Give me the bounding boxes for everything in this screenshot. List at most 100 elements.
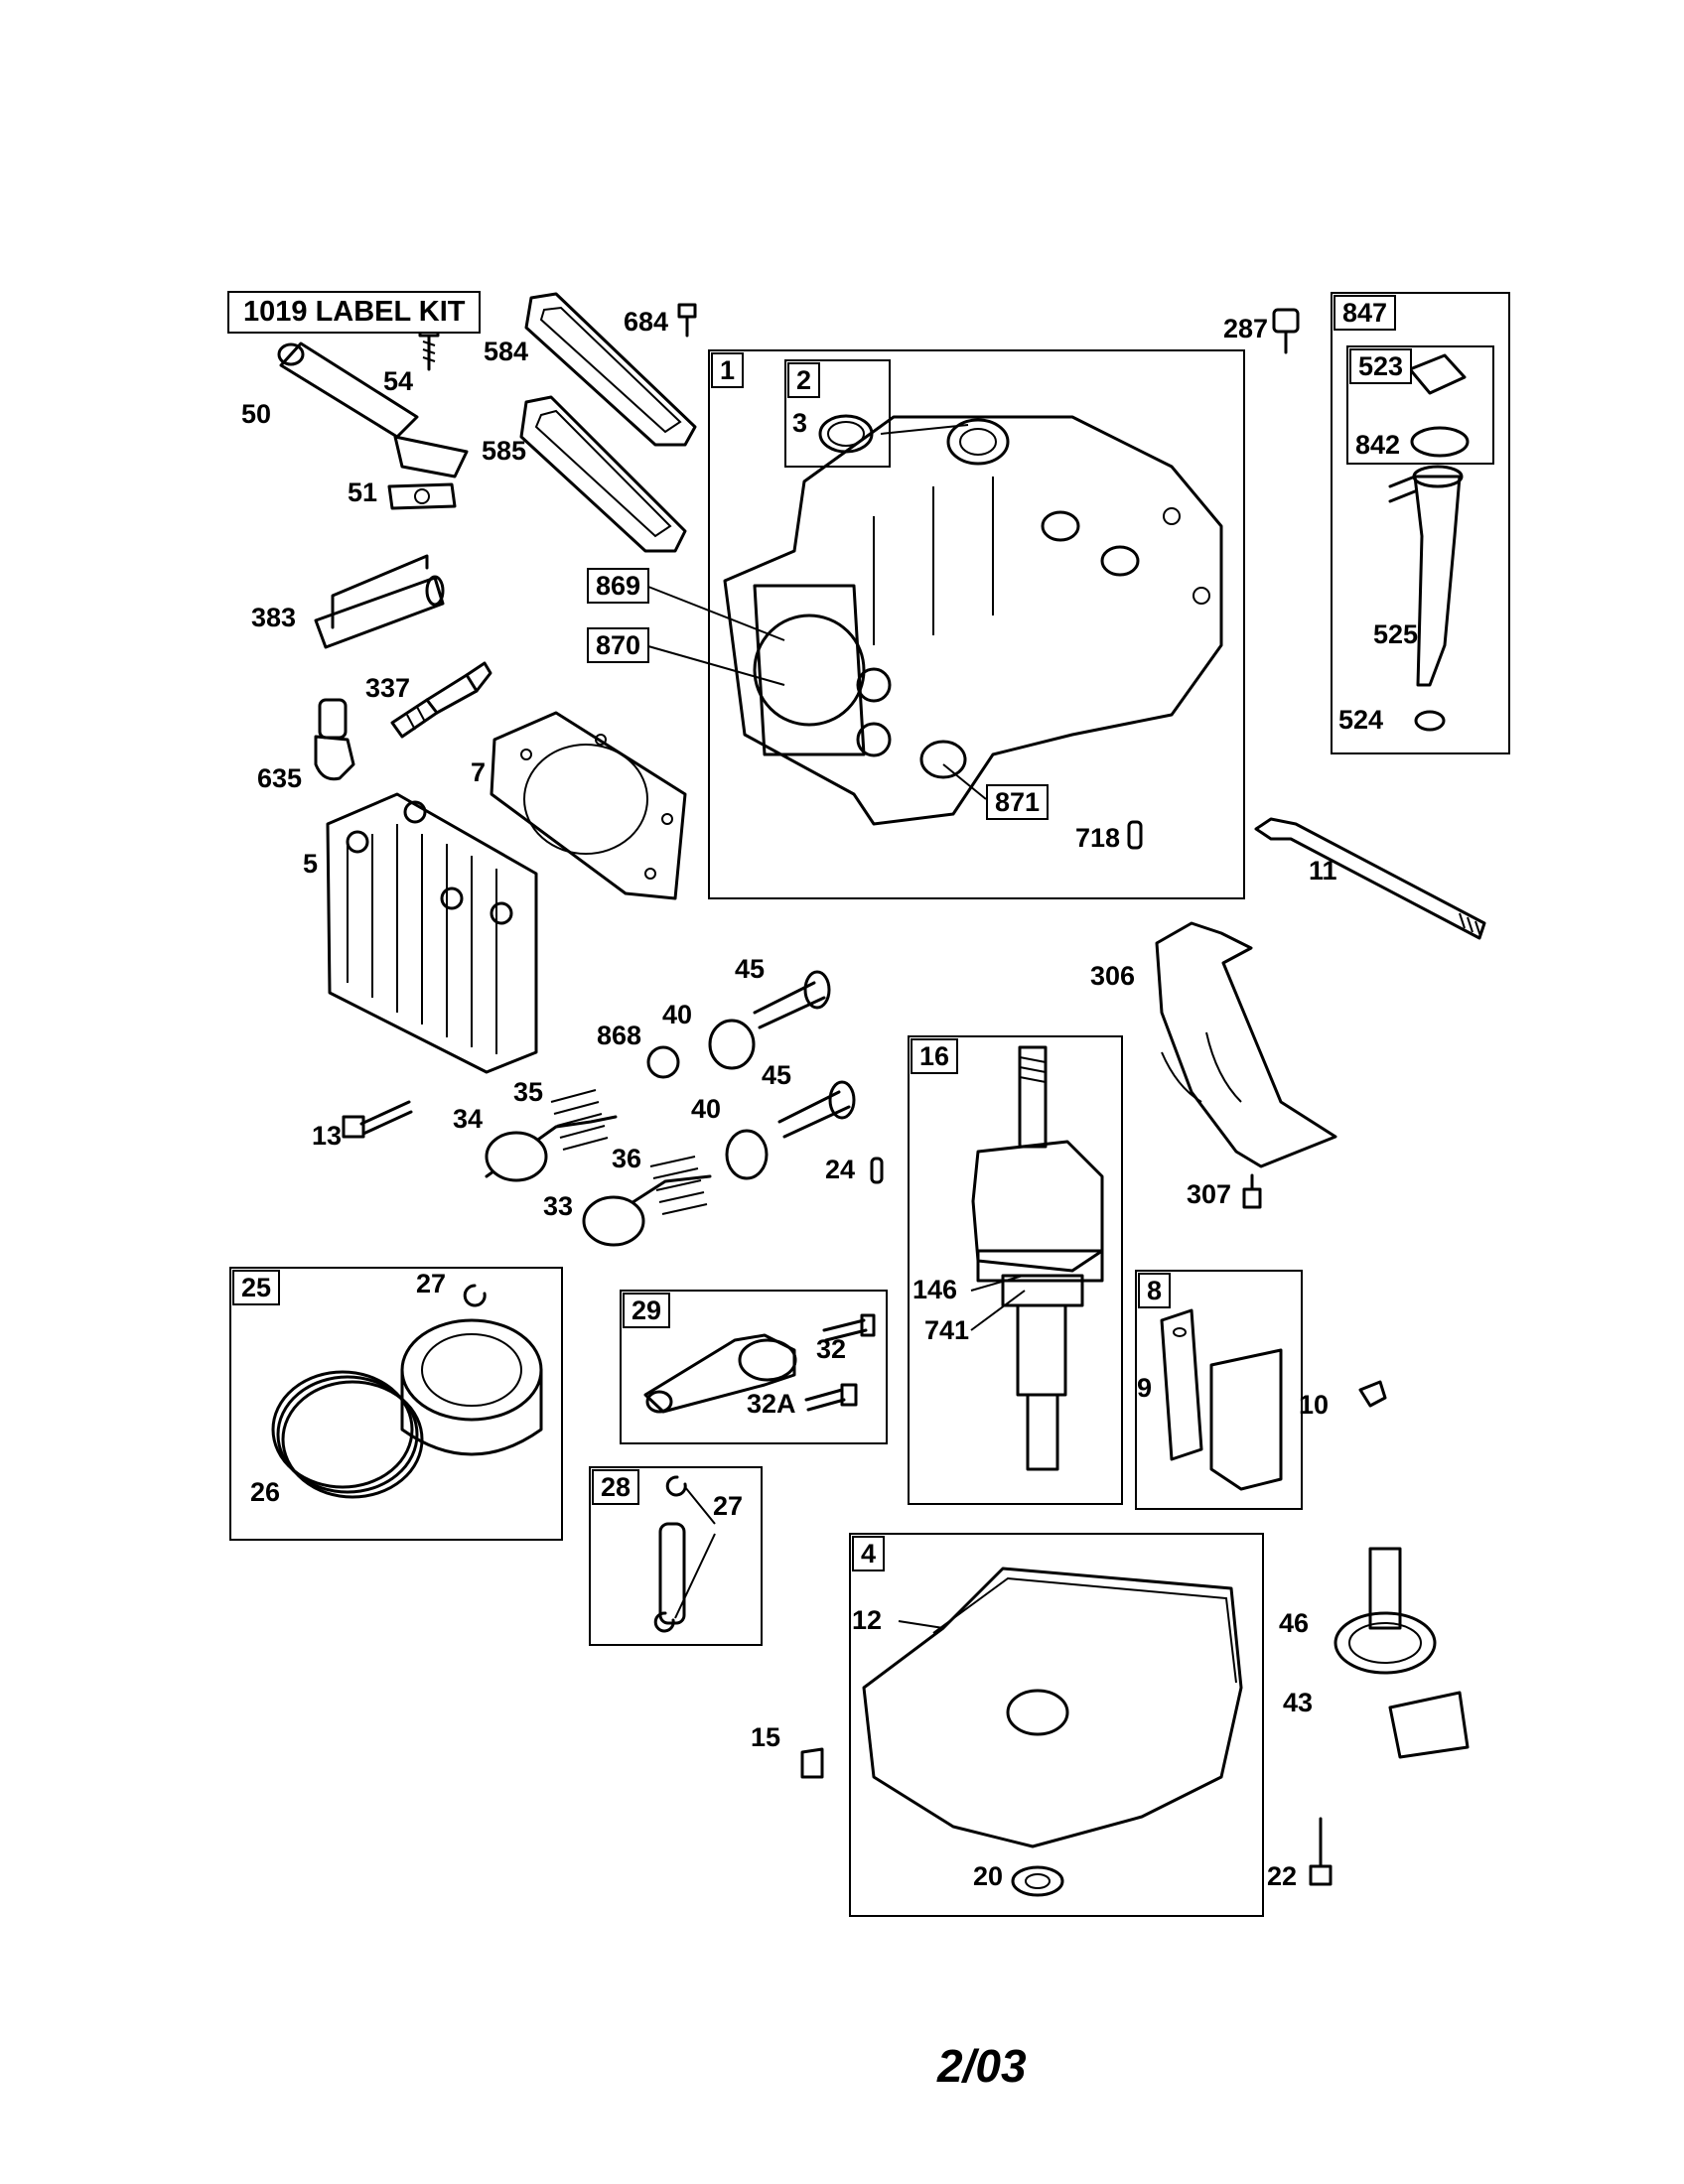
head-gasket-illustration [490, 711, 687, 900]
callout-10: 10 [1299, 1390, 1330, 1420]
spark-plug-boot-illustration [314, 698, 355, 781]
seal-illustration [818, 414, 874, 454]
frame-sump [849, 1533, 1264, 1917]
connecting-rod-illustration [643, 1313, 876, 1414]
callout-26: 26 [250, 1477, 281, 1507]
callout-51: 51 [348, 478, 378, 507]
rocker-gaskets-illustration [519, 292, 697, 553]
callout-287: 287 [1223, 314, 1269, 343]
callout-15: 15 [751, 1722, 781, 1752]
callout-741: 741 [924, 1315, 970, 1345]
frame-cylinder-assembly [708, 349, 1245, 899]
callout-12: 12 [852, 1605, 883, 1635]
bracket-illustration [387, 435, 469, 510]
callout-35: 35 [513, 1077, 544, 1107]
leader-lines [647, 424, 1026, 1629]
bolt-13-illustration [342, 1100, 413, 1139]
callout-45b: 45 [762, 1060, 792, 1090]
callout-45a: 45 [735, 954, 766, 984]
dipstick-tube-illustration [1254, 817, 1486, 940]
frame-seal-kit [784, 359, 891, 468]
callout-46: 46 [1279, 1608, 1310, 1638]
callout-33: 33 [543, 1191, 574, 1221]
label-kit-label: 1019 LABEL KIT [227, 291, 482, 334]
callout-27b: 27 [713, 1491, 744, 1521]
callout-32a: 32A [747, 1389, 796, 1419]
callout-869: 869 [587, 568, 650, 604]
callout-146: 146 [912, 1275, 958, 1304]
callout-24: 24 [825, 1155, 856, 1184]
callout-870: 870 [587, 627, 650, 663]
shield-illustration [1155, 921, 1337, 1168]
primer-illustration [314, 554, 445, 649]
callout-684: 684 [624, 307, 669, 337]
callout-28: 28 [592, 1469, 640, 1505]
frame-dipstick-cap [1346, 345, 1494, 465]
callout-34: 34 [453, 1104, 484, 1134]
callout-25: 25 [232, 1270, 281, 1305]
callout-383: 383 [251, 603, 297, 632]
cylinder-head-illustration [326, 792, 538, 1074]
callout-11: 11 [1309, 856, 1337, 886]
frame-breather [1135, 1270, 1303, 1510]
bolt-22-illustration [1309, 1817, 1333, 1886]
callout-2: 2 [787, 362, 821, 398]
plug-10-illustration [1358, 1380, 1387, 1408]
piston-illustration [271, 1284, 543, 1499]
frame-piston-assembly [229, 1267, 563, 1541]
valve-train-illustration [485, 970, 884, 1247]
frame-dipstick-assembly [1331, 292, 1510, 754]
callout-54: 54 [383, 366, 414, 396]
callout-36: 36 [612, 1144, 642, 1173]
callout-525: 525 [1373, 619, 1419, 649]
callout-524: 524 [1338, 705, 1384, 735]
revision-date: 2/03 [937, 2040, 1027, 2092]
frame-crankshaft [908, 1035, 1123, 1505]
callout-7: 7 [471, 757, 487, 787]
callout-584: 584 [484, 337, 529, 366]
spark-plug-illustration [390, 661, 492, 739]
plug-15-illustration [800, 1747, 824, 1779]
cylinder-block-illustration [723, 415, 1223, 826]
piston-pin-illustration [653, 1475, 687, 1633]
dowel-718-illustration [1127, 820, 1143, 850]
callout-847: 847 [1333, 295, 1397, 331]
callout-16: 16 [911, 1038, 959, 1074]
callout-40a: 40 [662, 1000, 693, 1029]
callout-718: 718 [1075, 823, 1121, 853]
callout-1: 1 [711, 352, 745, 388]
callout-306: 306 [1090, 961, 1136, 991]
callout-3: 3 [792, 408, 808, 438]
callout-4: 4 [852, 1536, 886, 1571]
dipstick-illustration [1388, 353, 1470, 732]
crankshaft-illustration [971, 1045, 1104, 1471]
callout-5: 5 [303, 849, 319, 879]
callout-40b: 40 [691, 1094, 722, 1124]
callout-9: 9 [1137, 1373, 1153, 1403]
callout-307: 307 [1187, 1179, 1232, 1209]
tube-illustration [277, 341, 419, 439]
frame-piston-pin [589, 1466, 763, 1646]
callout-29: 29 [623, 1293, 671, 1328]
callout-50: 50 [241, 399, 272, 429]
callout-585: 585 [482, 436, 527, 466]
callout-13: 13 [312, 1121, 343, 1151]
cam-gear-illustration [1333, 1547, 1470, 1759]
callout-868: 868 [597, 1021, 642, 1050]
screw-307-illustration [1242, 1173, 1262, 1209]
callout-635: 635 [257, 763, 303, 793]
callout-337: 337 [365, 673, 411, 703]
screw-684-illustration [677, 303, 697, 338]
callout-871: 871 [986, 784, 1050, 820]
callout-27a: 27 [416, 1269, 447, 1298]
callout-8: 8 [1138, 1273, 1172, 1308]
plug-287-illustration [1272, 308, 1300, 354]
frame-connecting-rod [620, 1290, 888, 1444]
breather-illustration [1160, 1308, 1283, 1491]
sump-illustration [862, 1567, 1243, 1897]
callout-22: 22 [1267, 1861, 1298, 1891]
callout-32: 32 [816, 1334, 847, 1364]
callout-20: 20 [973, 1861, 1004, 1891]
